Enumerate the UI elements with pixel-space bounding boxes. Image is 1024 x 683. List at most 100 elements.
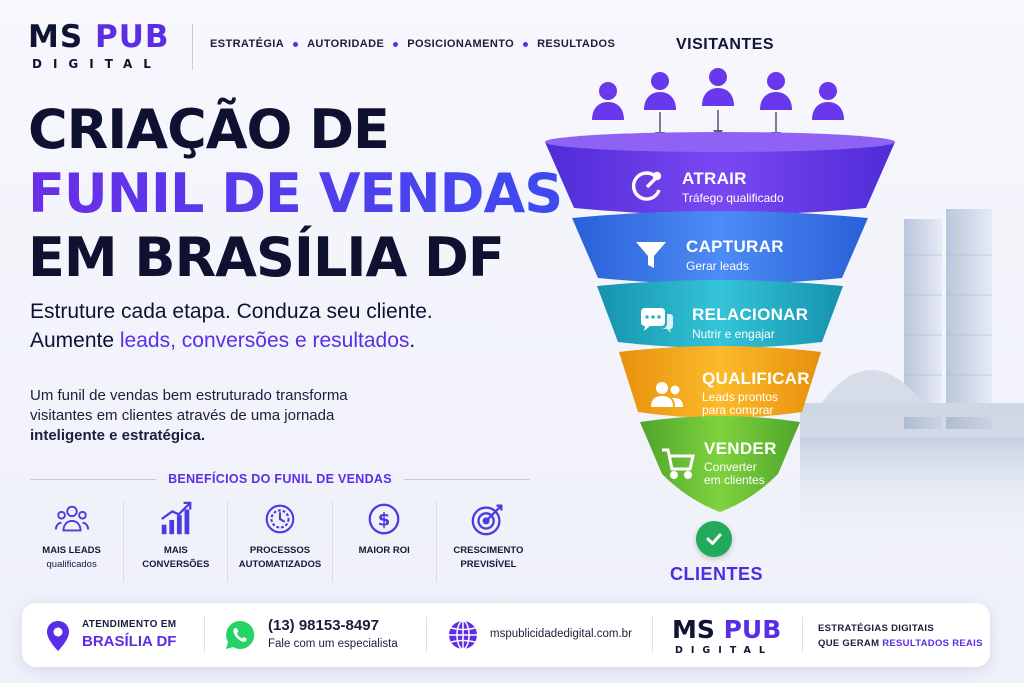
benefit-line-2: AUTOMATIZADOS (238, 559, 322, 570)
benefit-line-2: qualificados (46, 559, 97, 570)
stage-title: RELACIONAR (692, 304, 809, 324)
benefit-line-1: PROCESSOS (249, 545, 311, 556)
nav-item-autoridade[interactable]: AUTORIDADE (307, 38, 385, 50)
phone-number[interactable]: (13) 98153-8497 (268, 617, 379, 634)
subheadline-line-1: Estruture cada etapa. Conduza seu client… (30, 300, 433, 323)
top-nav: ESTRATÉGIA AUTORIDADE POSICIONAMENTO RES… (210, 38, 615, 50)
funnel-band-atrair (545, 134, 895, 215)
subheadline: Estruture cada etapa. Conduza seu client… (30, 297, 433, 355)
brasilia-congress-image (800, 209, 1024, 550)
subheadline-suffix: . (409, 329, 416, 352)
benefits-title: BENEFÍCIOS DO FUNIL DE VENDAS (168, 472, 392, 486)
stage-title: VENDER (704, 439, 777, 458)
intro-paragraph: Um funil de vendas bem estruturado trans… (30, 386, 410, 446)
funnel-top-label: VISITANTES (676, 36, 775, 53)
benefit-mais-leads: MAIS LEADS qualificados (20, 500, 125, 582)
benefit-line-1: MAIOR ROI (358, 545, 410, 556)
intro-bold: inteligente e estratégica. (30, 427, 206, 444)
benefit-line-1: MAIS LEADS (42, 545, 101, 556)
divider-line (30, 478, 157, 480)
location-pin-icon (47, 621, 69, 651)
footer-logo-main: MS PUB (672, 617, 781, 642)
logo-ms: MS (28, 19, 84, 55)
gear-clock-icon (265, 504, 295, 534)
stage-subtitle: Gerar leads (686, 258, 749, 273)
nav-item-resultados[interactable]: RESULTADOS (537, 38, 616, 50)
funnel-bottom-label: CLIENTES (670, 564, 764, 584)
subheadline-accent: leads, conversões e resultados (119, 329, 410, 352)
visitor-icon (760, 72, 792, 110)
filter-icon (636, 242, 666, 268)
funnel-band-capturar (572, 211, 868, 284)
stage-title: QUALIFICAR (702, 369, 810, 388)
intro-text: Um funil de vendas bem estruturado trans… (30, 387, 348, 424)
funnel-band-relacionar (597, 280, 843, 348)
logo-pub: PUB (723, 615, 782, 644)
title-line-1: CRIAÇÃO DE (28, 98, 390, 161)
chat-icon (641, 308, 673, 333)
nav-item-posicionamento[interactable]: POSICIONAMENTO (407, 38, 515, 50)
stage-title: ATRAIR (682, 168, 747, 188)
funnel-stage-capturar: CAPTURAR Gerar leads (632, 236, 784, 274)
benefit-line-2: PREVISÍVEL (460, 559, 517, 570)
tagline-line-2: QUE GERAM RESULTADOS REAIS (818, 638, 983, 649)
footer-divider (652, 617, 653, 653)
stage-title: CAPTURAR (686, 236, 784, 256)
phone-caption: Fale com um especialista (268, 638, 398, 650)
divider-line (403, 478, 530, 480)
logo-pub: PUB (94, 19, 170, 55)
stage-subtitle: Nutrir e engajar (692, 326, 775, 341)
page-title: CRIAÇÃO DE FUNIL DE VENDAS EM BRASÍLIA D… (28, 98, 563, 290)
funnel-stage-atrair: ATRAIR Tráfego qualificado (628, 168, 784, 206)
tagline-accent: RESULTADOS REAIS (882, 638, 983, 649)
team-icon (54, 505, 89, 532)
header-divider (192, 24, 193, 70)
whatsapp-icon[interactable] (224, 619, 256, 651)
cart-icon (662, 448, 695, 479)
nav-separator (393, 41, 399, 47)
tagline-prefix: QUE GERAM (818, 638, 883, 649)
visitor-icon (702, 68, 734, 106)
stage-text: ATRAIR Tráfego qualificado (682, 168, 784, 205)
funnel-band-vender (640, 416, 800, 512)
visitor-icon (644, 72, 676, 110)
stage-subtitle: Tráfego qualificado (682, 190, 784, 205)
benefit-processos: PROCESSOS AUTOMATIZADOS (228, 500, 333, 582)
stage-text: RELACIONAR Nutrir e engajar (692, 304, 809, 341)
location-label: ATENDIMENTO EM (82, 619, 177, 630)
nav-item-estrategia[interactable]: ESTRATÉGIA (210, 38, 285, 50)
title-line-2: FUNIL DE VENDAS (28, 162, 563, 225)
benefit-maior-roi: $ MAIOR ROI (333, 500, 437, 582)
check-icon (696, 521, 732, 557)
benefit-line-2: CONVERSÕES (142, 559, 210, 570)
stage-text: VENDER Converter em clientes (704, 440, 777, 487)
stage-subtitle: Leads prontos para comprar (702, 390, 779, 417)
footer-divider (204, 617, 205, 653)
footer-tagline: ESTRATÉGIAS DIGITAIS QUE GERAM RESULTADO… (818, 623, 983, 649)
funnel-stage-relacionar: RELACIONAR Nutrir e engajar (638, 304, 808, 342)
footer-phone: (13) 98153-8497 Fale com um especialista (268, 617, 398, 650)
benefits-list: MAIS LEADS qualificados MAIS CONVERSÕES … (20, 500, 540, 582)
benefit-line-1: MAIS (163, 545, 188, 556)
subheadline-prefix: Aumente (30, 329, 120, 352)
stage-text: CAPTURAR Gerar leads (686, 236, 784, 273)
title-line-3: EM BRASÍLIA DF (28, 226, 505, 289)
nav-separator (293, 41, 299, 47)
users-icon (651, 381, 683, 407)
footer-divider (426, 617, 427, 653)
magnet-icon (632, 171, 662, 201)
logo-ms: MS (672, 615, 715, 644)
footer-logo-sub: DIGITAL (675, 645, 773, 656)
visitor-icon (592, 82, 624, 120)
benefits-header: BENEFÍCIOS DO FUNIL DE VENDAS (30, 472, 530, 486)
stage-text: QUALIFICAR Leads prontos para comprar (702, 370, 810, 417)
footer-location: ATENDIMENTO EM BRASÍLIA DF (82, 619, 176, 650)
benefit-mais-conversoes: MAIS CONVERSÕES (124, 500, 229, 582)
growth-chart-icon (160, 501, 192, 535)
globe-icon (449, 620, 477, 650)
benefit-line-1: CRESCIMENTO (453, 545, 524, 556)
footer-bar: ATENDIMENTO EM BRASÍLIA DF (13) 98153-84… (22, 603, 990, 667)
website-link[interactable]: mspublicidadedigital.com.br (490, 628, 632, 640)
subheadline-line-2: Aumente leads, conversões e resultados. (30, 326, 433, 355)
footer-logo: MS PUB DIGITAL (672, 617, 781, 656)
